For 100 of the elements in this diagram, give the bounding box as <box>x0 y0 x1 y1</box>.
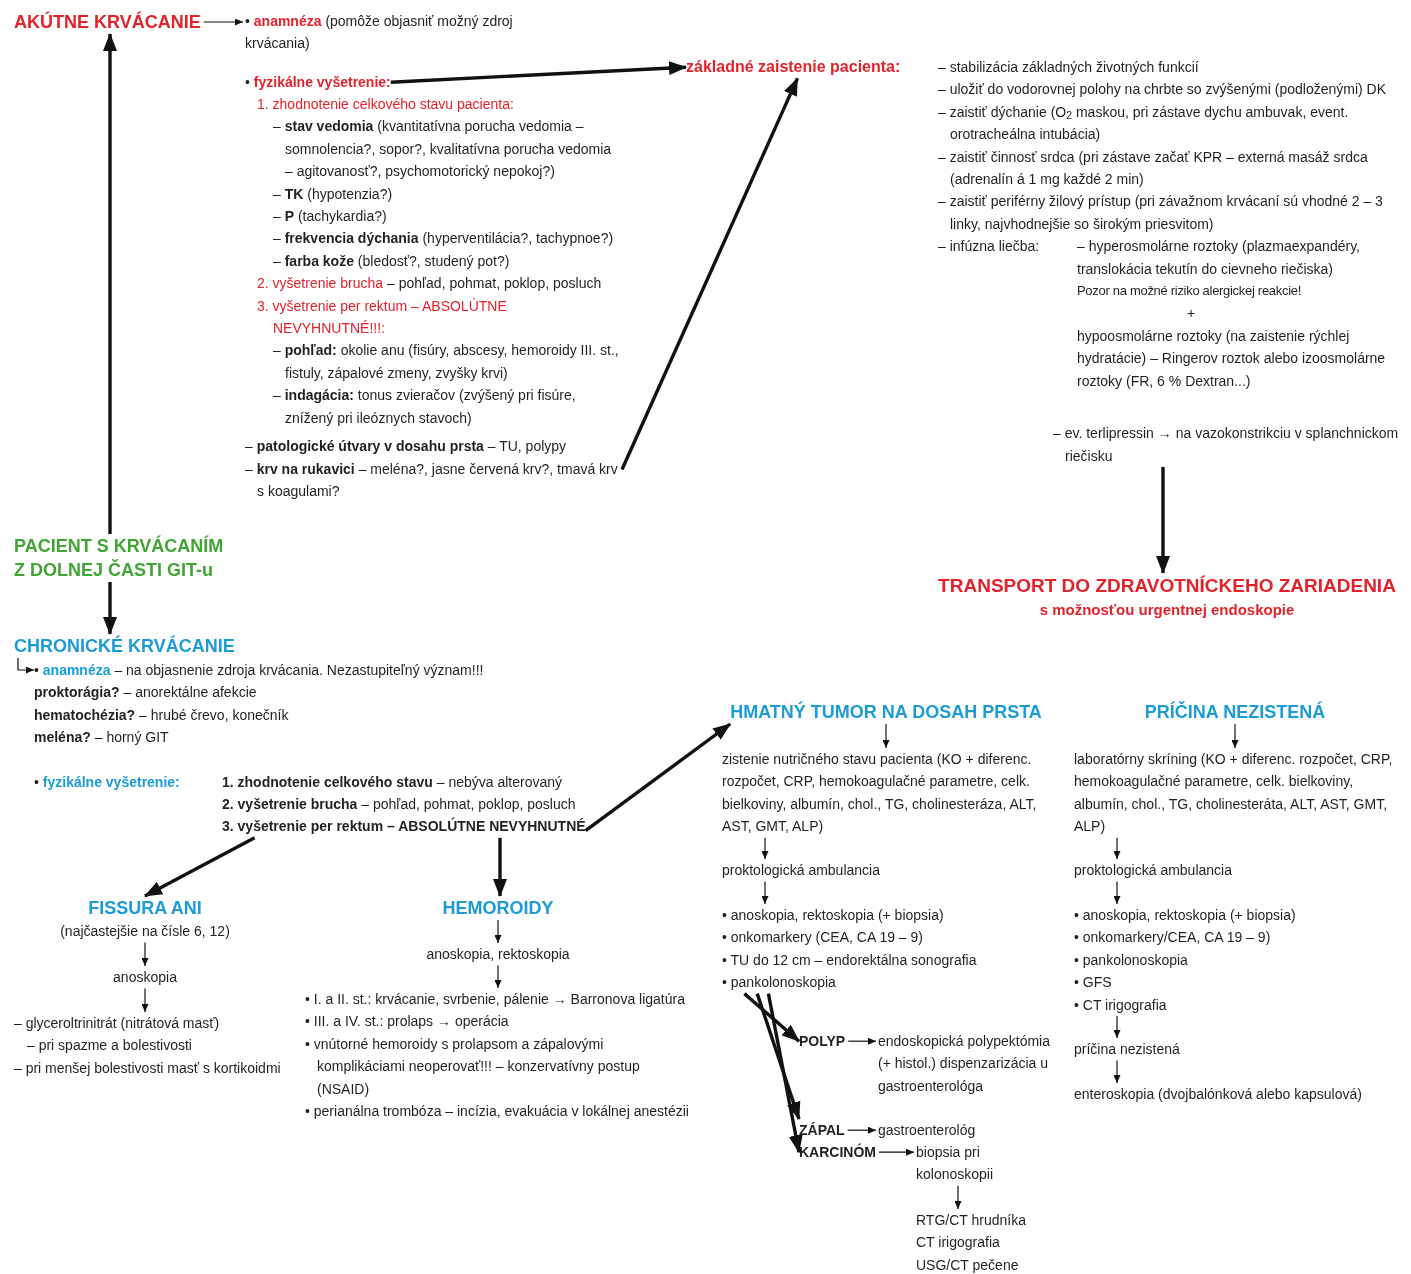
diagnosis-label: POLYP <box>799 1030 846 1053</box>
list-item: proktologická ambulancia <box>1074 859 1232 882</box>
arrow <box>620 77 799 471</box>
arrow <box>847 1126 877 1134</box>
list-item: zistenie nutričného stavu pacienta (KO + diferenc. rozpočet, CRP, hemokoagulačné parametre, celk. bielkoviny, albumín, chol., TG, cholinesteráza, ALT, AST, GMT, ALP) <box>722 748 1052 838</box>
list-item: – pohľad: okolie anu (fisúry, abscesy, hemoroidy III. st., fistuly, zápalové zmeny, zvyšky krvi) <box>272 341 620 383</box>
list-item: – krv na rukavici – meléna?, jasne červená krv?, tmavá krv s koagulami? <box>245 459 619 501</box>
list-item: • onkomarkery (CEA, CA 19 – 9) <box>722 928 924 948</box>
section-heading: HEMOROIDY <box>442 896 554 920</box>
arrow <box>584 722 732 833</box>
list-item: – TK (hypotenzia?) <box>272 184 394 204</box>
list-item: 2. vyšetrenie brucha <box>257 275 384 292</box>
list-heading: • fyzikálne vyšetrenie: <box>34 772 181 792</box>
arrow <box>878 1148 915 1156</box>
list-item: • pankolonoskopia <box>1074 950 1189 970</box>
list-item: • CT irigografia <box>1074 995 1168 1015</box>
list-item: – indagácia: tonus zvieračov (zvýšený pri fisúre, znížený pri ileóznych stavoch) <box>272 386 577 428</box>
list-item: príčina nezistená <box>1074 1038 1180 1061</box>
list-item: 3. vyšetrenie per rektum – ABSOLÚTNE NEVYHNUTNÉ!!!: <box>257 296 508 339</box>
list-item: USG/CT pečene <box>916 1255 1020 1274</box>
list-item: • perianálna trombóza – incízia, evakuácia v lokálnej anestézii <box>305 1102 690 1122</box>
arrow <box>761 880 769 905</box>
list-item: – pri menšej bolestivosti masť s kortikoidmi <box>14 1058 282 1078</box>
list-heading: • fyzikálne vyšetrenie: <box>245 71 391 94</box>
arrow <box>882 723 890 749</box>
list-item: anoskopia, rektoskopia <box>426 943 570 966</box>
arrow <box>1113 837 1121 860</box>
section-heading: TRANSPORT DO ZDRAVOTNÍCKEHO ZARIADENIA <box>938 574 1396 598</box>
list-item: – hyperosmolárne roztoky (plazmaexpandéry, translokácia tekutín do cievneho riečiska) <box>1077 237 1361 279</box>
list-item: – P (tachykardia?) <box>272 207 388 227</box>
list-item: proktorágia? – anorektálne afekcie <box>34 683 258 703</box>
list-item: – stabilizácia základných životných funkcií <box>938 58 1200 77</box>
list-item: proktologická ambulancia <box>722 859 880 882</box>
list-item: endoskopická polypektómia (+ histol.) dispenzarizácia u gastroenterológa <box>878 1030 1058 1098</box>
list-item: enteroskopia (dvojbalónková alebo kapsulová) <box>1074 1083 1374 1106</box>
list-item: • I. a II. st.: krvácanie, svrbenie, pálenie → Barronova ligatúra <box>305 990 686 1009</box>
list-item: • anamnéza (pomôže objasniť možný zdroj krvácania) <box>245 10 580 55</box>
list-item: • vnútorné hemoroidy s prolapsom a zápalovými komplikáciami neoperovať!!! – konzervatívny postup (NSAID) <box>305 1034 641 1099</box>
list-item: – pohľad, pohmat, poklop, posluch <box>386 275 602 292</box>
subheading: s možnosťou urgentnej endoskopie <box>1038 600 1296 620</box>
list-item: – patologické útvary v dosahu prsta – TU, polypy <box>245 437 568 457</box>
arrow <box>1156 466 1170 574</box>
list-item: • pankolonoskopia <box>722 973 837 993</box>
list-item: – zaistiť činnosť srdca (pri zástave začať KPR – externá masáž srdca (adrenalín á 1 mg každé 2 min) <box>938 147 1369 190</box>
list-item: – glyceroltrinitrát (nitrátová masť) <box>14 1014 221 1033</box>
arrow <box>743 992 801 1043</box>
list-item: (najčastejšie na čísle 6, 12) <box>60 922 230 941</box>
list-item: – farba kože (bledosť?, studený pot?) <box>272 251 511 271</box>
list-item: biopsia pri kolonoskopii <box>916 1141 1031 1186</box>
list-item: • anoskopia, rektoskopia (+ biopsia) <box>722 906 945 925</box>
list-item: • GFS <box>1074 973 1113 993</box>
arrow <box>144 836 256 898</box>
list-item: 1. zhodnotenie celkového stavu – nebýva alterovaný <box>222 772 564 792</box>
arrow <box>493 837 507 897</box>
section-heading: PRÍČINA NEZISTENÁ <box>1144 700 1326 724</box>
arrow <box>494 964 502 989</box>
list-item: Pozor na možné riziko alergickej reakcie! <box>1077 282 1302 301</box>
arrow <box>390 61 687 84</box>
list-item: anoskopia <box>113 966 177 989</box>
list-item: meléna? – horný GIT <box>34 728 170 748</box>
list-item: • TU do 12 cm – endorektálna sonografia <box>722 950 978 970</box>
section-heading: AKÚTNE KRVÁCANIE <box>14 10 201 34</box>
list-item: – uložiť do vodorovnej polohy na chrbte so zvýšenými (podloženými) DK <box>938 80 1388 100</box>
arrow <box>141 941 149 967</box>
list-item: • onkomarkery/CEA, CA 19 – 9) <box>1074 928 1272 948</box>
arrow <box>1113 880 1121 905</box>
section-heading: PACIENT S KRVÁCANÍM Z DOLNEJ ČASTI GIT-u <box>14 534 229 582</box>
diagnosis-label: ZÁPAL <box>799 1119 845 1142</box>
list-item: hypoosmolárne roztoky (na zaistenie rýchlej hydratácie) – Ringerov roztok alebo izoosmolárne roztoky (FR, 6 % Dextran...) <box>1077 326 1387 391</box>
arrow <box>103 582 117 635</box>
section-heading: FISSURA ANI <box>87 897 203 920</box>
list-item: 1. zhodnotenie celkového stavu pacienta: <box>257 95 515 114</box>
list-item: – frekvencia dýchania (hyperventilácia?, tachypnoe?) <box>272 229 615 249</box>
list-item: • anoskopia, rektoskopia (+ biopsia) <box>1074 906 1297 925</box>
list-item: – ev. terlipressin → na vazokonstrikciu v splanchnickom riečisku <box>1053 424 1400 466</box>
diagnosis-label: KARCINÓM <box>799 1141 876 1164</box>
list-item: – zaistiť dýchanie (O$_{2}$ maskou, pri zástave dychu ambuvak, event. orotracheálna intubácia) <box>938 102 1350 145</box>
arrow <box>761 837 769 860</box>
arrow <box>1113 1015 1121 1039</box>
list-item: laboratórny skríning (KO + diferenc. rozpočet, CRP, hemokoagulačné parametre, celk. bielkoviny, albumín, chol., TG, cholinesteráta, ALT, AST, GMT, ALP) <box>1074 748 1404 838</box>
arrow <box>766 993 803 1154</box>
list-item: – pri spazme a bolestivosti <box>26 1036 193 1056</box>
list-item: gastroenterológ <box>878 1119 976 1142</box>
list-item: • III. a IV. st.: prolaps → operácia <box>305 1012 510 1032</box>
arrow <box>17 657 35 674</box>
list-item: CT irigografia <box>916 1233 1001 1253</box>
list-item: + <box>1186 304 1197 324</box>
arrow <box>1113 1059 1121 1084</box>
section-heading: CHRONICKÉ KRVÁCANIE <box>14 634 235 658</box>
list-item: 3. vyšetrenie per rektum – ABSOLÚTNE NEVYHNUTNÉ <box>222 817 586 837</box>
arrow <box>494 919 502 944</box>
list-item: – stav vedomia (kvantitatívna porucha vedomia – somnolencia?, sopor?, kvalitatívna porucha vedomia – agitovanosť?, psychomotorický nepokoj?) <box>272 117 613 182</box>
arrow <box>755 993 801 1120</box>
arrow <box>847 1037 877 1045</box>
arrow <box>141 987 149 1013</box>
list-item: – infúzna liečba: <box>938 237 1041 257</box>
section-heading: HMATNÝ TUMOR NA DOSAH PRSTA <box>730 700 1042 724</box>
section-heading: základné zaistenie pacienta: <box>686 56 901 79</box>
list-item: • anamnéza – na objasnenie zdroja krvácania. Nezastupiteľný význam!!! <box>34 661 485 680</box>
list-item: 2. vyšetrenie brucha – pohľad, pohmat, poklop, posluch <box>222 795 577 815</box>
